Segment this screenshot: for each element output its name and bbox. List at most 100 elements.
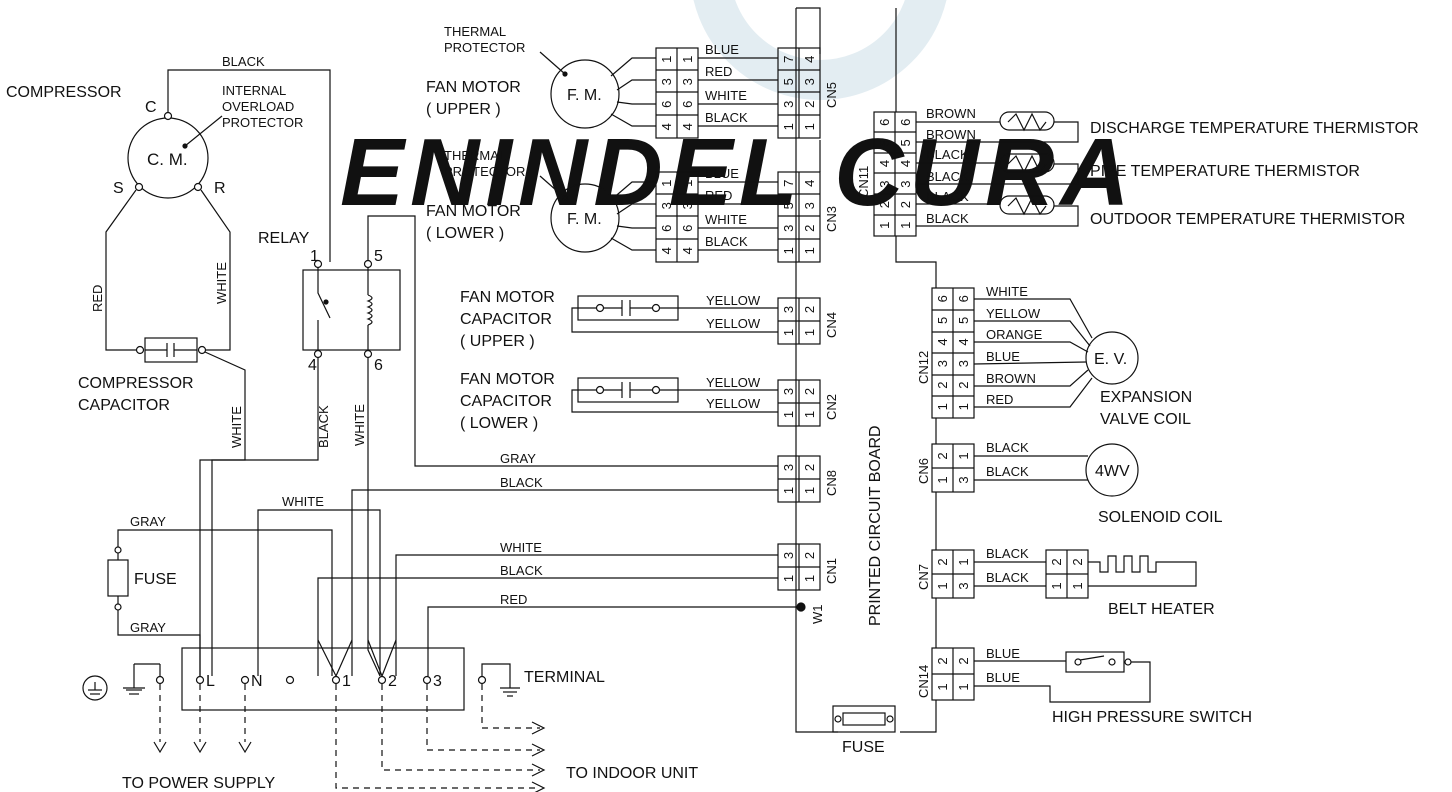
wire-white-r	[200, 189, 231, 351]
terminal-2-label: 2	[388, 673, 397, 690]
pin-number: 1	[680, 180, 695, 187]
cn3-label: CN3	[824, 206, 839, 232]
compressor-terminal-s	[134, 182, 144, 192]
fm-upper-text: F. M.	[567, 87, 602, 104]
cn5-wire-4: BLACK	[705, 110, 748, 125]
pipe-label: PIPE TEMPERATURE THERMISTOR	[1090, 163, 1360, 180]
cn3-wire-4: BLACK	[705, 234, 748, 249]
cn1-label: CN1	[824, 558, 839, 584]
pin-number: 4	[680, 247, 695, 254]
pin-number: 1	[935, 582, 950, 589]
discharge-thermistor	[999, 111, 1055, 131]
relay-pin-4: 4	[308, 357, 317, 374]
fmc-upper-1: FAN MOTOR	[460, 289, 555, 306]
wire-label-white-cn1: WHITE	[500, 540, 542, 555]
pin-number: 1	[802, 123, 817, 130]
pin-number: 4	[802, 180, 817, 187]
wire-label-black-cn8: BLACK	[500, 475, 543, 490]
pin-number: 1	[781, 487, 796, 494]
fan-motor-upper	[550, 59, 620, 129]
pin-number: 5	[935, 317, 950, 324]
cn6-wire-2: BLACK	[986, 464, 1029, 479]
fuse-left-label: FUSE	[134, 571, 177, 588]
pin-number: 1	[898, 222, 913, 229]
cn12-label: CN12	[916, 351, 931, 384]
cn4-label: CN4	[824, 312, 839, 338]
wire-label-black-relay: BLACK	[316, 405, 331, 448]
pin-number: 3	[956, 476, 971, 483]
terminal-n-label: N	[251, 673, 263, 690]
pin-number: 1	[802, 575, 817, 582]
pin-number: 6	[877, 119, 892, 126]
pin-number: 2	[802, 464, 817, 471]
cn7-label: CN7	[916, 564, 931, 590]
cn12-wire-2: YELLOW	[986, 306, 1041, 321]
cn7-wire-2: BLACK	[986, 570, 1029, 585]
pin-number: 2	[1070, 558, 1085, 565]
pin-number: 7	[781, 180, 796, 187]
pin-number: 1	[935, 403, 950, 410]
thermal-lower-2: PROTECTOR	[444, 164, 525, 179]
pin-number: 1	[935, 476, 950, 483]
wire-white-relay	[367, 358, 381, 677]
pin-number: 3	[659, 78, 674, 85]
fmc-lower-2: CAPACITOR	[460, 393, 552, 410]
cn4-wire-1: YELLOW	[706, 293, 761, 308]
cn7-wire-1: BLACK	[986, 546, 1029, 561]
pin-number: 2	[802, 552, 817, 559]
wire-label-white: WHITE	[214, 262, 229, 304]
pin-number: 1	[877, 222, 892, 229]
pin-number: 3	[898, 180, 913, 187]
pin-number: 1	[802, 487, 817, 494]
cn6-label: CN6	[916, 458, 931, 484]
pin-number: 3	[680, 202, 695, 209]
cn14-wire-1: BLUE	[986, 646, 1020, 661]
terminal-s-label: S	[113, 180, 124, 197]
pin-number: 2	[898, 201, 913, 208]
pin-number: 5	[781, 202, 796, 209]
cn2-label: CN2	[824, 394, 839, 420]
pin-number: 5	[898, 139, 913, 146]
pcb-left-edge	[795, 8, 838, 733]
pin-number: 6	[680, 225, 695, 232]
pin-number: 6	[898, 119, 913, 126]
w1-label: W1	[810, 605, 825, 625]
cn12-wire-1: WHITE	[986, 284, 1028, 299]
wire-label-white-mid: WHITE	[282, 494, 324, 509]
pin-number: 2	[935, 558, 950, 565]
pin-number: 4	[877, 160, 892, 167]
pin-number: 3	[781, 306, 796, 313]
wire-white-mid	[257, 509, 381, 676]
fmc-lower-1: FAN MOTOR	[460, 371, 555, 388]
relay-pin-5: 5	[374, 248, 383, 265]
ev-text: E. V.	[1094, 351, 1127, 368]
expansion-valve-coil	[1085, 331, 1139, 385]
pin-number: 2	[802, 306, 817, 313]
power-supply-label: TO POWER SUPPLY	[122, 775, 276, 792]
pin-number: 2	[877, 201, 892, 208]
pin-number: 1	[680, 56, 695, 63]
pin-number: 1	[781, 247, 796, 254]
cn12-wire-4: BLUE	[986, 349, 1020, 364]
pin-number: 2	[935, 452, 950, 459]
pin-number: 4	[680, 123, 695, 130]
pin-number: 1	[659, 180, 674, 187]
pin-number: 3	[802, 78, 817, 85]
pin-number: 4	[956, 338, 971, 345]
fm-lower-text: F. M.	[567, 211, 602, 228]
pin-number-groups: 1364136475314321136413647531432131213121…	[659, 56, 1085, 691]
compressor-terminal-c	[163, 111, 173, 121]
cn3-wire-1: BLUE	[705, 166, 739, 181]
cn3-wire-3: WHITE	[705, 212, 747, 227]
pin-number: 3	[781, 464, 796, 471]
overload-pointer	[184, 115, 223, 147]
solenoid-label: SOLENOID COIL	[1098, 509, 1223, 526]
pin-number: 2	[935, 382, 950, 389]
compressor-label: COMPRESSOR	[6, 84, 122, 101]
fan-motor-lower-label-2: ( LOWER )	[426, 225, 504, 242]
fan-motor-upper-label-2: ( UPPER )	[426, 101, 501, 118]
pin-number: 2	[802, 388, 817, 395]
wire-white-cap	[199, 351, 246, 676]
pin-number: 3	[802, 202, 817, 209]
